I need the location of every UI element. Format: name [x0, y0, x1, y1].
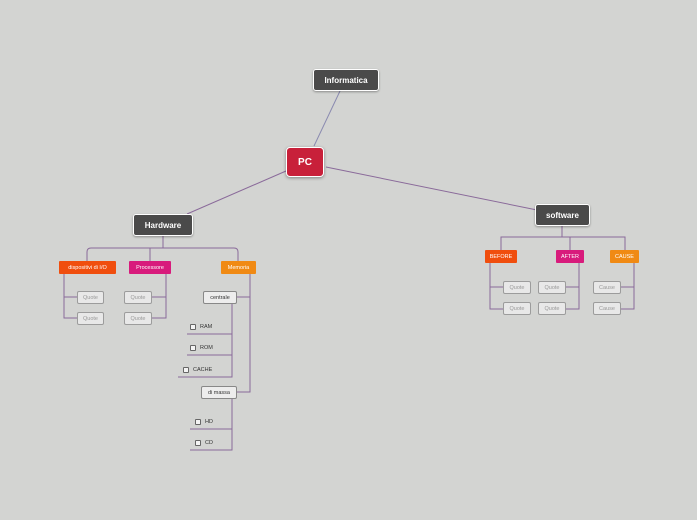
checkbox-icon[interactable] [190, 345, 196, 351]
link-root-hardware [186, 170, 287, 215]
checkbox-icon[interactable] [195, 440, 201, 446]
checkbox-icon[interactable] [190, 324, 196, 330]
hardware-links [63, 236, 251, 451]
subtopic-before[interactable]: BEFORE [485, 250, 517, 263]
task-rom[interactable]: ROM [190, 345, 213, 351]
task-hd[interactable]: HD [195, 419, 213, 425]
task-ram[interactable]: RAM [190, 324, 212, 330]
task-label: RAM [200, 324, 213, 330]
memoria-centrale[interactable]: centrale [203, 291, 237, 304]
subtopic-after[interactable]: AFTER [556, 250, 584, 263]
subtopic-cause[interactable]: CAUSE [610, 250, 639, 263]
task-label: HD [205, 419, 213, 425]
central-topic-pc[interactable]: PC [286, 147, 324, 177]
after-quote-2[interactable]: Quote [538, 302, 566, 315]
topic-informatica[interactable]: Informatica [313, 69, 379, 91]
memoria-di-massa[interactable]: di massa [201, 386, 237, 399]
topic-software[interactable]: software [535, 204, 590, 226]
link-root-software [325, 166, 538, 211]
checkbox-icon[interactable] [183, 367, 189, 373]
task-label: CACHE [193, 367, 213, 373]
software-links [489, 226, 635, 310]
io-quote-2[interactable]: Quote [77, 312, 104, 325]
task-cache[interactable]: CACHE [183, 367, 212, 373]
task-label: ROM [200, 345, 213, 351]
processore-quote-1[interactable]: Quote [124, 291, 152, 304]
after-quote-1[interactable]: Quote [538, 281, 566, 294]
before-quote-1[interactable]: Quote [503, 281, 531, 294]
subtopic-dispositivi-io[interactable]: dispositivi di I/O [59, 261, 116, 274]
subtopic-memoria[interactable]: Memoria [221, 261, 256, 274]
processore-quote-2[interactable]: Quote [124, 312, 152, 325]
checkbox-icon[interactable] [195, 419, 201, 425]
topic-hardware[interactable]: Hardware [133, 214, 193, 236]
link-root-informatica [313, 90, 341, 147]
subtopic-processore[interactable]: Processore [129, 261, 171, 274]
before-quote-2[interactable]: Quote [503, 302, 531, 315]
task-label: CD [205, 440, 213, 446]
cause-item-1[interactable]: Cause [593, 281, 621, 294]
cause-item-2[interactable]: Cause [593, 302, 621, 315]
task-cd[interactable]: CD [195, 440, 213, 446]
io-quote-1[interactable]: Quote [77, 291, 104, 304]
